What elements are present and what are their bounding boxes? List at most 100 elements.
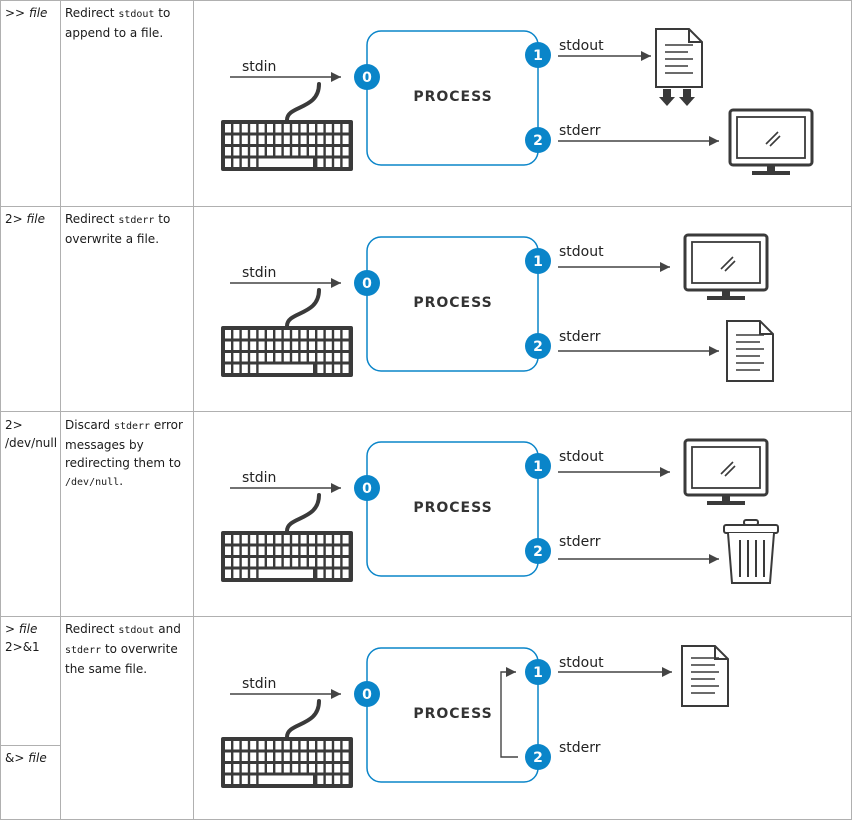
row-3-desc-text: Discard [65, 418, 114, 432]
fd-2-badge-label: 2 [533, 750, 543, 766]
fd-1-badge: 1 [525, 453, 551, 479]
row-1-description: Redirect stdout to append to a file. [65, 4, 187, 42]
row-4-desc-text-3: to overwrite the same file. [65, 642, 178, 676]
fd-2-badge-label: 2 [533, 133, 543, 149]
keyboard-icon [221, 288, 353, 377]
row-3-desc-text-2: error messages by redirecting them to [65, 418, 183, 470]
row-4-operator-symbol: > [5, 622, 16, 636]
fd-0-badge-label: 0 [362, 70, 372, 86]
row-1-desc-text: Redirect [65, 6, 119, 20]
row-2-desc-text-2: to overwrite a file. [65, 212, 171, 246]
row-4-description: Redirect stdout and stderr to overwrite … [65, 620, 187, 678]
file-corner-fold [688, 29, 702, 43]
fd-2-badge: 2 [525, 744, 551, 770]
row-4-operator-alt: &> file [5, 749, 57, 767]
keyboard-body [221, 737, 353, 788]
monitor-screen [736, 116, 806, 159]
keyboard-cable [285, 699, 321, 739]
monitor-stand [707, 296, 745, 300]
monitor-screen [691, 446, 761, 489]
row-4-operator-line2: 2>&1 [5, 640, 40, 654]
keyboard-cable [285, 288, 321, 328]
keyboard-spacebar [258, 364, 313, 373]
keyboard-spacebar [258, 158, 313, 167]
fd-1-badge-label: 1 [533, 665, 543, 681]
stdin-label: stdin [242, 676, 276, 692]
stderr-to-stdout-arrow [500, 667, 518, 758]
row-1-desc-text-2: to append to a file. [65, 6, 171, 40]
process-box [366, 236, 539, 372]
fd-0-badge: 0 [354, 681, 380, 707]
fd-1-badge: 1 [525, 659, 551, 685]
process-box [366, 30, 539, 166]
row-4-operator-alt-arg: file [28, 751, 47, 765]
process-box [366, 441, 539, 577]
monitor-stand [707, 501, 745, 505]
monitor-screen [691, 241, 761, 284]
trash-can-icon [723, 519, 779, 584]
keyboard-cable [285, 82, 321, 122]
row-4-operator-arg: file [18, 622, 38, 636]
row-2-operator-arg: file [26, 212, 45, 226]
keyboard-cable [285, 493, 321, 533]
fd-2-badge: 2 [525, 538, 551, 564]
stdout-label: stdout [559, 244, 604, 260]
append-arrows-icon [659, 89, 695, 106]
row-2-description: Redirect stderr to overwrite a file. [65, 210, 187, 248]
process-label: PROCESS [413, 706, 492, 722]
row-3-operator-symbol: 2> /dev/null [5, 418, 58, 450]
row-4-desc-text: Redirect [65, 622, 119, 636]
trash-body [727, 532, 775, 584]
row-2-operator: 2> file [5, 210, 57, 228]
row-4-operator: > file 2>&1 [5, 620, 57, 656]
keyboard-body [221, 531, 353, 582]
monitor-icon [728, 108, 814, 175]
fd-2-badge-label: 2 [533, 339, 543, 355]
stdin-label: stdin [242, 59, 276, 75]
keyboard-icon [221, 699, 353, 788]
stdin-label: stdin [242, 470, 276, 486]
fd-1-badge: 1 [525, 42, 551, 68]
trash-lid [723, 524, 779, 534]
stderr-label: stderr [559, 123, 601, 139]
file-page [726, 320, 774, 382]
monitor-neck [722, 495, 730, 502]
row-2-desc-code: stderr [118, 215, 155, 226]
file-icon [726, 320, 774, 382]
row-1-operator-symbol: >> [5, 6, 26, 20]
monitor-icon [683, 233, 769, 300]
fd-1-badge-label: 1 [533, 254, 543, 270]
fd-0-badge: 0 [354, 64, 380, 90]
monitor-neck [722, 290, 730, 297]
process-label: PROCESS [413, 89, 492, 105]
row-1-operator-arg: file [28, 6, 48, 20]
keyboard-spacebar [258, 775, 313, 784]
monitor-neck [767, 165, 775, 172]
file-icon [681, 645, 729, 707]
row-1-operator: >> file [5, 4, 57, 22]
process-label: PROCESS [413, 295, 492, 311]
file-page [655, 28, 703, 88]
fd-1-badge-label: 1 [533, 48, 543, 64]
file-corner-fold [714, 646, 728, 660]
row-4-desc-code: stdout [118, 625, 155, 636]
keyboard-icon [221, 82, 353, 171]
file-page [681, 645, 729, 707]
stdout-label: stdout [559, 655, 604, 671]
fd-0-badge-label: 0 [362, 481, 372, 497]
stderr-label: stderr [559, 329, 601, 345]
process-box [366, 647, 539, 783]
monitor-stand [752, 171, 790, 175]
fd-0-badge-label: 0 [362, 687, 372, 703]
fd-0-badge: 0 [354, 270, 380, 296]
row-1-desc-code: stdout [118, 9, 155, 20]
row-3-desc-code-2: /dev/null [65, 477, 120, 488]
row-2-desc-text: Redirect [65, 212, 119, 226]
row-4-desc-code-2: stderr [65, 645, 102, 656]
stderr-label: stderr [559, 534, 601, 550]
stdout-label: stdout [559, 449, 604, 465]
fd-0-badge: 0 [354, 475, 380, 501]
